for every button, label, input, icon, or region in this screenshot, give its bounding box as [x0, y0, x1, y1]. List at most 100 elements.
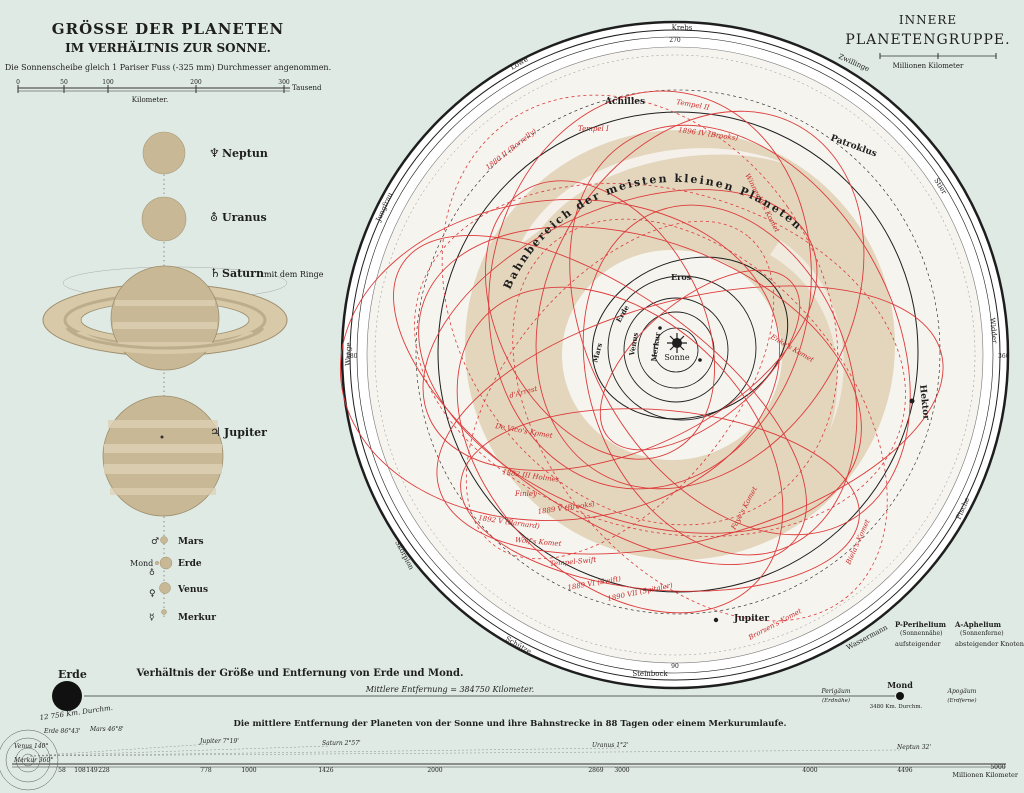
- neptun-disc: [142, 131, 186, 175]
- mark-saturn: Saturn 2°57': [322, 740, 361, 747]
- comet-finley: Finley: [514, 490, 538, 498]
- mond-big-disc: [896, 692, 904, 700]
- axis-4000: 4000: [802, 767, 817, 774]
- mark-erde: Erde 86°43': [43, 728, 81, 735]
- hektor-label: Hektor: [917, 384, 931, 420]
- bottom-panel: Erde 12 756 Km. Durchm. Verhältnis der G…: [0, 668, 1019, 791]
- left-panel: GRÖSSE DER PLANETEN IM VERHÄLTNIS ZUR SO…: [5, 19, 331, 623]
- perigaeum-label: Perigäum: [820, 688, 850, 695]
- scale-tick-200: 200: [190, 79, 202, 86]
- merkur-disc: [161, 609, 167, 615]
- mond-diameter: 3480 Km. Durchm.: [870, 704, 923, 710]
- venus-symbol: ♀: [149, 589, 156, 599]
- mars-disc: [160, 536, 168, 544]
- neptun-symbol: ♆: [209, 146, 220, 160]
- scale-tick-50: 50: [60, 79, 68, 86]
- scale-tick-300: 300: [278, 79, 290, 86]
- legend-aphelion-sub: (Sonnenferne): [960, 630, 1004, 637]
- apogaeum-label: Apogäum: [947, 688, 977, 695]
- rim-360: 360: [998, 353, 1010, 360]
- right-title-line1: INNERE: [899, 13, 957, 27]
- saturn-label: Saturn: [222, 267, 264, 280]
- jupiter-figure: [102, 395, 224, 517]
- erde-disc: [159, 556, 173, 570]
- legend-perihelion-sub: (Sonnennähe): [900, 630, 942, 637]
- zodiac-waage: Waage: [344, 342, 353, 366]
- sun-label: Sonne: [664, 353, 690, 362]
- left-title-line1: GRÖSSE DER PLANETEN: [52, 19, 284, 38]
- zodiac-widder: Widder: [988, 317, 999, 344]
- million-km-scale: [879, 53, 997, 59]
- venus-label: Venus: [177, 585, 208, 595]
- scale-unit: Tausend: [292, 84, 322, 92]
- legend-descending-node: absteigender Knoten: [955, 640, 1024, 648]
- inner-orbits: [415, 89, 941, 615]
- mond-big-label: Mond: [887, 680, 913, 690]
- uranus-symbol: ⛢: [210, 211, 218, 224]
- uranus-disc: [141, 196, 187, 242]
- mond-disc: [154, 561, 159, 566]
- zodiac-steinbock: Steinbock: [632, 670, 668, 678]
- comet-tempel-1: Tempel I: [578, 125, 609, 133]
- axis-3000: 3000: [614, 767, 629, 774]
- mark-jupiter: Jupiter 7°19': [198, 738, 239, 745]
- axis-2869: 2869: [588, 767, 603, 774]
- legend-aphelion: A-Aphelium: [954, 620, 1002, 629]
- neptun-label: Neptun: [222, 147, 268, 160]
- kilometer-scale: 0 50 100 200 300 Tausend Kilometer.: [16, 79, 322, 104]
- rim-90: 90: [671, 663, 679, 670]
- zodiac-krebs: Krebs: [672, 24, 693, 32]
- erde-symbol: ♁: [149, 567, 155, 576]
- mars-label: Mars: [178, 537, 204, 547]
- planet-marks: Erde 86°43' Mars 46°8' Venus 140° Merkur…: [13, 726, 931, 764]
- axis-778: 778: [200, 767, 212, 774]
- axis-4496: 4496: [897, 767, 912, 774]
- perigaeum-sub: (Erdnähe): [822, 697, 850, 704]
- mark-venus: Venus 140°: [14, 743, 49, 750]
- merkur-symbol: ☿: [149, 613, 155, 623]
- jupiter-label: Jupiter: [223, 426, 267, 439]
- distances-title: Die mittlere Entfernung der Planeten von…: [233, 719, 786, 729]
- rim-numbers: 270 360 90 180: [346, 37, 1010, 670]
- legend-perihelion: P-Perihelium: [895, 620, 947, 629]
- axis-228: 228: [98, 767, 110, 774]
- jupiter-orbit-label: Jupiter: [733, 614, 769, 624]
- erde-label: Erde: [178, 559, 202, 569]
- uranus-label: Uranus: [222, 211, 267, 224]
- left-subtitle: Die Sonnenscheibe gleich 1 Pariser Fuss …: [5, 63, 331, 72]
- jupiter-symbol: ♃: [210, 425, 221, 439]
- axis-1426: 1426: [318, 767, 333, 774]
- distance-axis: [0, 729, 1006, 791]
- achilles-label: Achilles: [604, 97, 645, 107]
- mark-mars: Mars 46°8': [89, 726, 124, 733]
- earth-moon-title: Verhältnis der Größe und Entfernung von …: [135, 668, 463, 679]
- scale-tick-0: 0: [16, 79, 20, 86]
- legend-ascending-node: aufsteigender: [895, 640, 942, 648]
- axis-1000: 1000: [241, 767, 256, 774]
- merkur-orbit-label: Merkur: [649, 331, 662, 362]
- mond-label: Mond: [130, 559, 153, 568]
- rim-180: 180: [346, 353, 358, 360]
- axis-2000: 2000: [427, 767, 442, 774]
- mark-merkur: Merkur 360°: [13, 757, 53, 764]
- eros-label: Eros: [671, 272, 692, 282]
- rim-270: 270: [669, 37, 681, 44]
- saturn-figure: [42, 265, 288, 371]
- mars-symbol: ♂: [151, 537, 159, 547]
- axis-values: 58 108 149 228 778 1000 1426 2000 2869 3…: [58, 764, 1006, 774]
- axis-unit: Millionen Kilometer: [952, 771, 1019, 779]
- scale-tick-100: 100: [102, 79, 114, 86]
- saturn-ring-note: mit dem Ringe: [264, 270, 324, 279]
- mark-neptun: Neptun 32': [896, 744, 931, 751]
- mittlere-entfernung: Mittlere Entfernung = 384750 Kilometer.: [365, 685, 534, 694]
- erde-big-disc: [52, 681, 82, 711]
- apogaeum-sub: (Erdferne): [947, 697, 976, 704]
- comet-orbits: [339, 90, 944, 614]
- axis-108: 108: [74, 767, 86, 774]
- right-panel: INNERE PLANETENGRUPPE. Millionen Kilomet…: [339, 13, 1024, 690]
- sun: [667, 333, 687, 353]
- left-title-line2: IM VERHÄLTNIS ZUR SONNE.: [65, 40, 271, 55]
- axis-5000: 5000: [990, 764, 1005, 771]
- scale-label: Kilometer.: [132, 96, 168, 104]
